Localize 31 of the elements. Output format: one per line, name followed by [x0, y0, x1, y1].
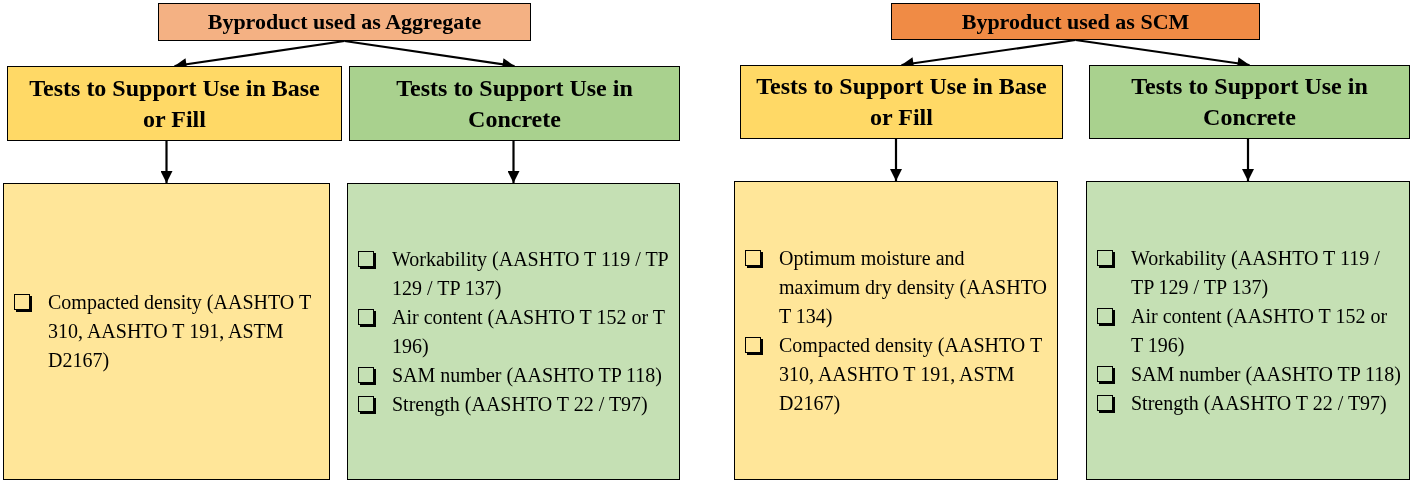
category-box — [891, 3, 1260, 40]
heading-text: Tests to Support Use in Base or Fill — [28, 73, 321, 134]
test-item: Air content (AASHTO T 152 or T 196) — [392, 304, 666, 359]
use-box — [7, 66, 342, 141]
use-box — [349, 66, 680, 141]
arrow — [1242, 139, 1254, 181]
test-item: Strength (AASHTO T 22 / T97) — [1131, 390, 1387, 417]
heading-text: Byproduct used as Aggregate — [207, 9, 482, 35]
use-box — [740, 65, 1063, 139]
test-item: Air content (AASHTO T 152 or T 196) — [1131, 303, 1389, 359]
test-list-box — [1086, 181, 1410, 480]
heading-text: Tests to Support Use in Concrete — [1130, 72, 1369, 132]
test-item: Compacted density (AASHTO T 310, AASHTO T 191, ASTM D2167) — [48, 290, 312, 374]
test-item: Workability (AASHTO T 119 / TP 129 / TP 137) — [1131, 245, 1381, 301]
category-box — [158, 3, 531, 41]
use-box — [1089, 65, 1410, 139]
arrow — [890, 139, 902, 181]
arrow — [160, 141, 173, 183]
test-item: Workability (AASHTO T 119 / TP 129 / TP 137) — [392, 246, 669, 302]
test-item: SAM number (AASHTO TP 118) — [392, 362, 662, 389]
heading-text: Tests to Support Use in Concrete — [395, 73, 634, 134]
heading-text: Tests to Support Use in Base or Fill — [755, 72, 1048, 132]
test-list-box — [3, 183, 330, 480]
test-list-box — [347, 183, 680, 480]
test-list-box — [734, 181, 1058, 480]
heading-text: Byproduct used as SCM — [961, 8, 1190, 35]
test-item: Strength (AASHTO T 22 / T97) — [392, 391, 648, 418]
test-item: SAM number (AASHTO TP 118) — [1131, 361, 1401, 388]
test-item: Compacted density (AASHTO T 310, AASHTO T 191, ASTM D2167) — [779, 332, 1043, 417]
test-item: Optimum moisture and maximum dry density (AASHTO T 134) — [779, 245, 1048, 330]
arrow — [507, 141, 520, 183]
